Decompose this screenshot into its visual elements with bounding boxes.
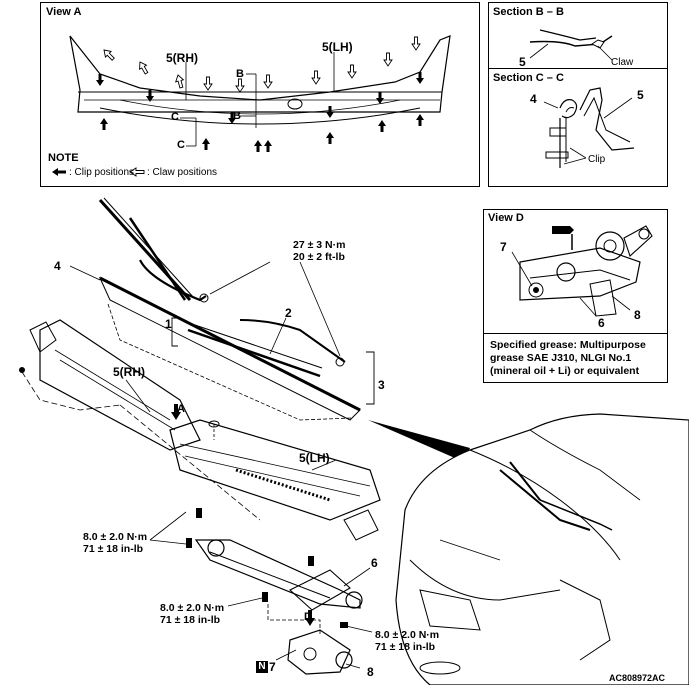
section-b-panel bbox=[488, 2, 668, 70]
part-3-label: 3 bbox=[378, 378, 385, 392]
torque-arm-ftlb: 20 ± 2 ft-lb bbox=[293, 251, 345, 263]
torque-spec-right: 8.0 ± 2.0 N·m 71 ± 18 in-lb bbox=[375, 629, 439, 653]
view-d-panel bbox=[483, 209, 668, 383]
grease-spec-text: Specified grease: Multipurpose grease SA… bbox=[490, 339, 646, 378]
view-a-title: View A bbox=[46, 6, 82, 18]
grease-line-3: (mineral oil + Li) or equivalent bbox=[490, 365, 640, 377]
view-d-arrow-label: D bbox=[304, 611, 312, 623]
view-a-panel bbox=[40, 2, 480, 187]
section-b-title: Section B – B bbox=[493, 6, 564, 18]
grease-line-2: grease SAE J310, NLGI No.1 bbox=[490, 352, 632, 364]
figure-code: AC808972AC bbox=[609, 673, 666, 683]
part-6-label: 6 bbox=[371, 556, 378, 570]
note-title: NOTE bbox=[48, 152, 79, 164]
part-8-label: 8 bbox=[367, 665, 374, 679]
view-a-lh-label: 5(LH) bbox=[322, 40, 353, 54]
section-c-title: Section C – C bbox=[493, 72, 564, 84]
torque-right-inlb: 71 ± 18 in-lb bbox=[375, 641, 436, 653]
section-c-panel bbox=[488, 68, 668, 187]
clip-legend: : Clip positions bbox=[69, 167, 135, 178]
part-7-label: 7 bbox=[269, 660, 276, 674]
claw-legend: : Claw positions bbox=[147, 167, 218, 178]
part-5rh-label: 5(RH) bbox=[113, 365, 145, 379]
view-a-b-label-bottom: B bbox=[233, 110, 241, 122]
section-c-clip-label: Clip bbox=[588, 154, 606, 165]
torque-spec-mid: 8.0 ± 2.0 N·m 71 ± 18 in-lb bbox=[160, 602, 224, 626]
torque-mid-nm: 8.0 ± 2.0 N·m bbox=[160, 602, 225, 614]
part-1-label: 1 bbox=[165, 317, 172, 331]
view-a-arrow-label: A bbox=[177, 403, 185, 415]
view-d-divider bbox=[483, 333, 667, 334]
section-c-part-4: 4 bbox=[530, 92, 537, 106]
torque-spec-left: 8.0 ± 2.0 N·m 71 ± 18 in-lb bbox=[83, 531, 147, 555]
torque-right-nm: 8.0 ± 2.0 N·m bbox=[375, 629, 440, 641]
torque-left-inlb: 71 ± 18 in-lb bbox=[83, 543, 144, 555]
view-a-c-label-top: C bbox=[171, 111, 179, 123]
view-a-c-label-bottom: C bbox=[177, 139, 185, 151]
view-d-part-6: 6 bbox=[598, 316, 605, 330]
torque-left-nm: 8.0 ± 2.0 N·m bbox=[83, 531, 148, 543]
torque-mid-inlb: 71 ± 18 in-lb bbox=[160, 614, 221, 626]
grease-line-1: Specified grease: Multipurpose bbox=[490, 339, 646, 351]
section-b-claw-label: Claw bbox=[611, 57, 634, 68]
part-4-label: 4 bbox=[54, 259, 61, 273]
n-mark-icon: N bbox=[256, 661, 268, 673]
view-a-rh-label: 5(RH) bbox=[166, 51, 198, 65]
view-d-part-8: 8 bbox=[634, 308, 641, 322]
part-2-label: 2 bbox=[285, 306, 292, 320]
section-b-part-5: 5 bbox=[519, 55, 526, 69]
part-5lh-label: 5(LH) bbox=[299, 451, 330, 465]
section-c-part-5: 5 bbox=[637, 88, 644, 102]
torque-arm-nm: 27 ± 3 N·m bbox=[293, 239, 346, 251]
view-d-part-7: 7 bbox=[500, 240, 507, 254]
view-d-title: View D bbox=[488, 212, 524, 224]
view-a-b-label-top: B bbox=[236, 68, 244, 80]
torque-spec-arm: 27 ± 3 N·m 20 ± 2 ft-lb bbox=[293, 239, 345, 263]
